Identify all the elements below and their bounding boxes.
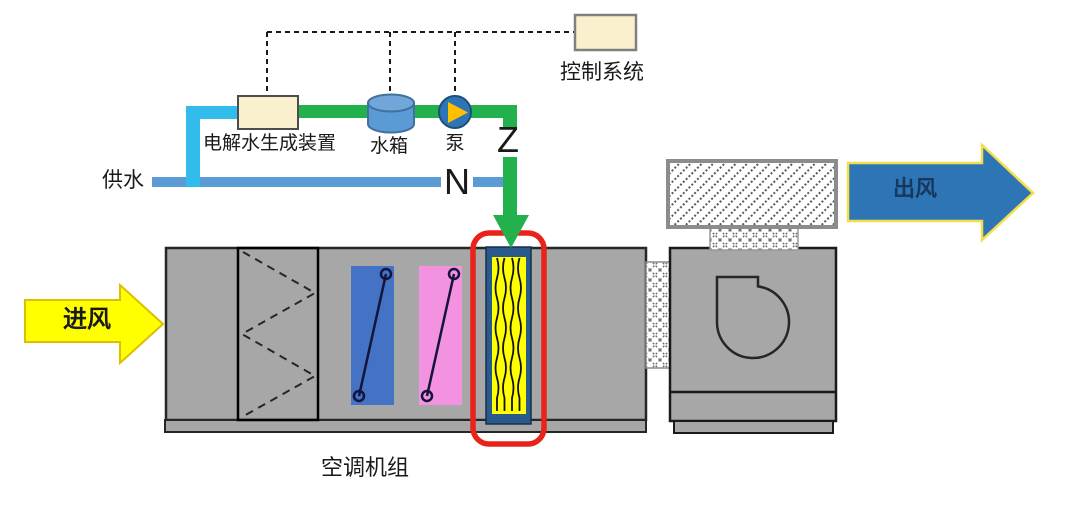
fan-box-base bbox=[673, 420, 834, 434]
humidifier-section bbox=[485, 246, 532, 425]
filter-frame bbox=[236, 246, 320, 422]
supply-pipe-break-mark: N bbox=[444, 161, 470, 202]
supply-pipe bbox=[152, 177, 504, 187]
fan-section bbox=[668, 246, 838, 434]
silencer-box bbox=[666, 159, 838, 229]
tank-top bbox=[367, 93, 415, 113]
water-supply-label: 供水 bbox=[102, 169, 144, 192]
fan-box bbox=[668, 246, 838, 423]
pump-triangle bbox=[448, 102, 468, 123]
duct-connector bbox=[709, 226, 799, 251]
feed-pipe-elbow bbox=[186, 106, 239, 119]
cooling-coil-port-bottom bbox=[352, 389, 366, 403]
feed-pipe-riser bbox=[186, 106, 200, 187]
green-pipe-vertical-upper bbox=[503, 105, 517, 128]
air-outlet-arrow bbox=[846, 142, 1035, 243]
electrolyzer-box bbox=[237, 95, 299, 130]
air-inlet-arrow bbox=[24, 282, 165, 366]
control-signal-lines bbox=[266, 31, 575, 96]
flex-connector bbox=[645, 261, 671, 369]
cooling-coil-line bbox=[357, 273, 388, 397]
fan-scroll-icon bbox=[715, 275, 791, 360]
cooling-coil-port-top bbox=[379, 267, 393, 281]
green-pipe-arrowhead bbox=[493, 215, 529, 248]
filter-section bbox=[236, 246, 320, 422]
electrolyzer-label: 电解水生成装置 bbox=[202, 133, 336, 154]
feed-pipe bbox=[186, 106, 239, 187]
pump-icon bbox=[438, 95, 472, 129]
humidifier-wavy-lines bbox=[494, 257, 522, 411]
supply-pipe-right-segment bbox=[473, 177, 504, 187]
water-tank-icon bbox=[367, 93, 415, 134]
control-system-box bbox=[573, 13, 638, 52]
cooling-coil bbox=[351, 266, 394, 405]
supply-pipe-left-segment bbox=[152, 177, 441, 187]
pump-label: 泵 bbox=[445, 133, 465, 154]
control-system-label: 控制系统 bbox=[560, 61, 644, 84]
air-inlet-label: 进风 bbox=[63, 306, 111, 333]
water-tank-label: 水箱 bbox=[369, 136, 408, 157]
ahu-label: 空调机组 bbox=[320, 455, 409, 480]
heating-coil bbox=[419, 266, 462, 405]
heating-coil-line bbox=[425, 273, 456, 397]
green-pipe-break-mark: Z bbox=[497, 119, 519, 160]
heating-coil-port-bottom bbox=[420, 389, 434, 403]
air-outlet-label: 出风 bbox=[892, 176, 937, 201]
ahu-base bbox=[164, 419, 647, 433]
heating-coil-port-top bbox=[447, 267, 461, 281]
green-pipe-vertical-lower bbox=[503, 157, 517, 217]
